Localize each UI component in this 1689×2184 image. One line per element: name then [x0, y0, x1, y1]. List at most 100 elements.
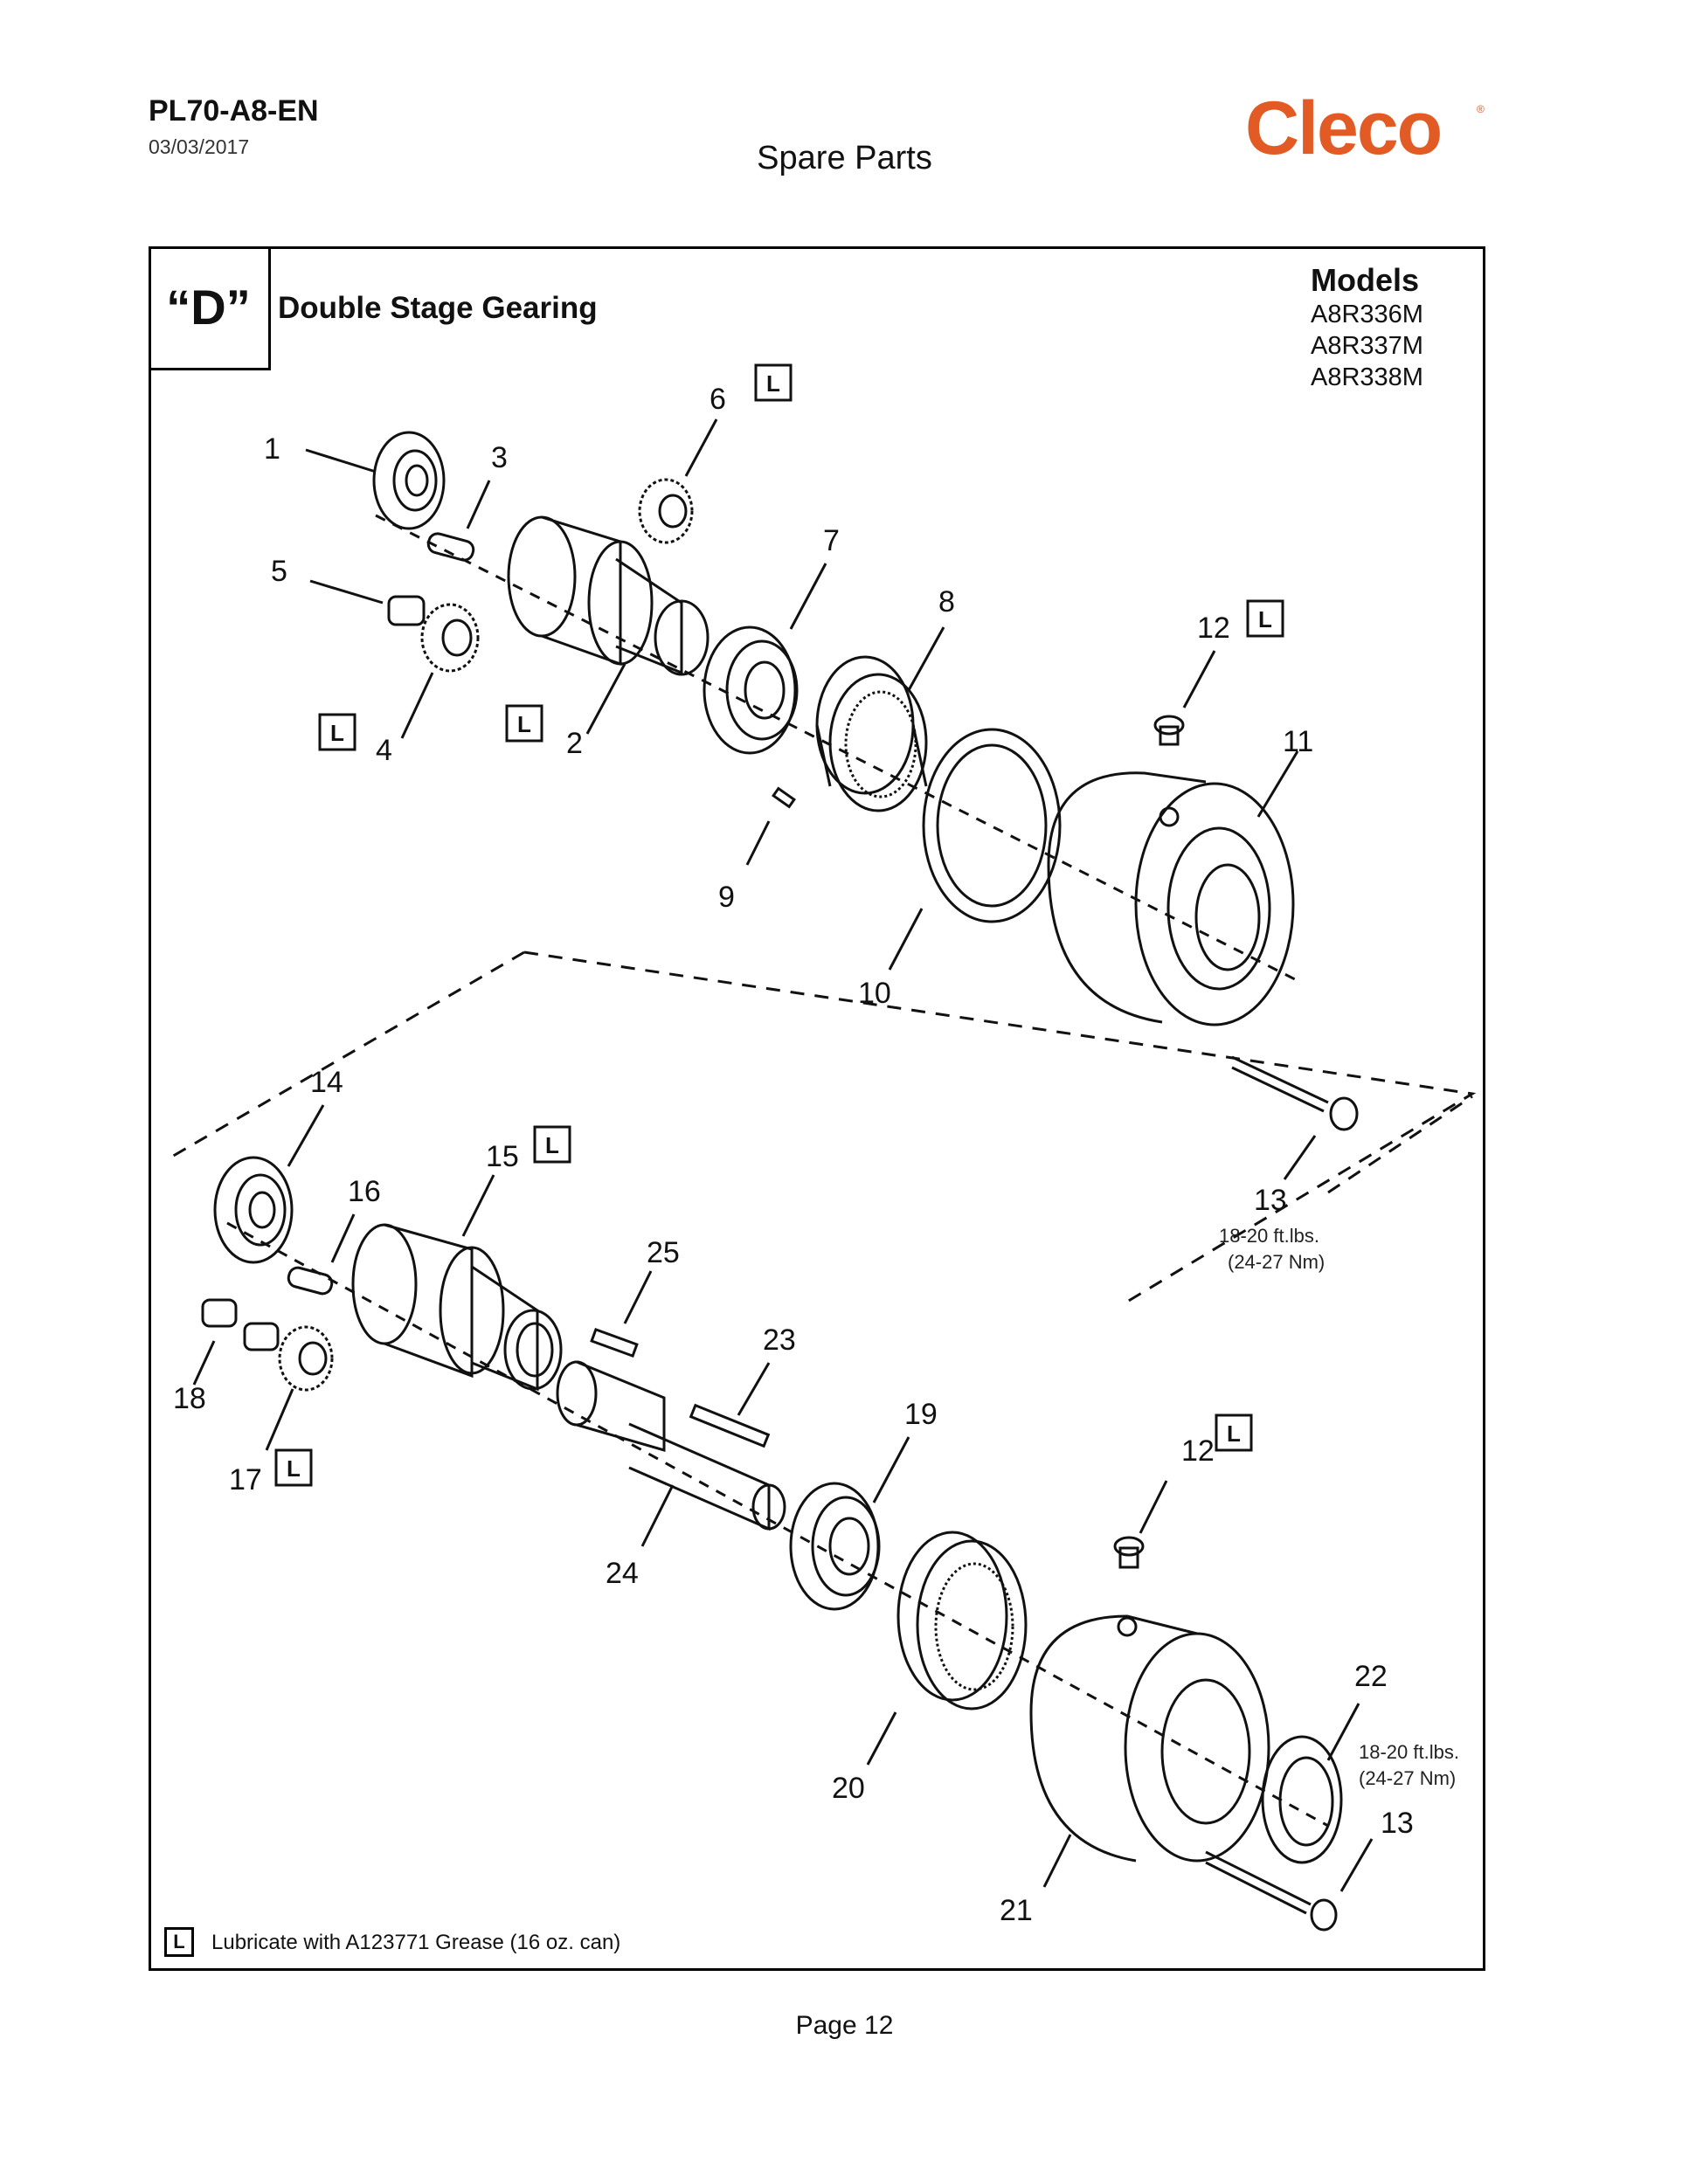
model-item: A8R337M — [1311, 332, 1423, 360]
leader-8 — [907, 626, 945, 691]
leader-18 — [192, 1340, 216, 1386]
callout-16: 16 — [348, 1175, 381, 1208]
callout-10: 10 — [858, 977, 891, 1010]
callout-13: 13 — [1254, 1184, 1287, 1217]
part-15-planet-carrier — [351, 1223, 563, 1392]
part-22-ring — [1261, 1735, 1343, 1864]
part-5-sleeve — [387, 595, 426, 626]
callout-25: 25 — [647, 1236, 680, 1269]
leader-14 — [287, 1104, 325, 1167]
lube-marker: L — [766, 370, 780, 397]
leader-22 — [1326, 1703, 1360, 1761]
part-19-bearing — [789, 1482, 881, 1611]
leader-4 — [400, 672, 434, 739]
part-8-ring-gear — [815, 655, 928, 812]
leader-13a — [1283, 1135, 1317, 1180]
legend-lube-marker: L — [164, 1927, 194, 1957]
registered-mark: ® — [1477, 103, 1485, 115]
lube-marker-box — [754, 363, 793, 402]
lube-marker: L — [517, 711, 531, 737]
page-number: Page 12 — [795, 2011, 894, 2040]
diagram-frame — [149, 246, 1485, 1971]
document-date: 03/03/2017 — [149, 135, 250, 158]
lube-marker: L — [1227, 1420, 1241, 1447]
callout-6: 6 — [710, 383, 726, 416]
callout-14: 14 — [310, 1066, 343, 1099]
leader-9 — [745, 820, 771, 866]
leader-16 — [330, 1213, 356, 1263]
callout-19: 19 — [904, 1398, 938, 1431]
leader-12a — [1182, 650, 1216, 708]
callout-22: 22 — [1354, 1660, 1388, 1693]
callout-12: 12 — [1181, 1434, 1215, 1468]
section-boundary-dashed — [170, 950, 1477, 1303]
part-18-sleeve — [201, 1298, 238, 1328]
document-id: PL70-A8-EN — [149, 94, 319, 128]
part-9-key — [772, 786, 796, 809]
model-item: A8R338M — [1311, 363, 1423, 391]
callout-1: 1 — [264, 432, 280, 466]
legend-text: Lubricate with A123771 Grease (16 oz. ca… — [211, 1931, 621, 1954]
lube-marker: L — [545, 1132, 559, 1158]
part-4-gear — [420, 603, 480, 673]
model-item: A8R336M — [1311, 301, 1423, 328]
callout-4: 4 — [376, 734, 392, 767]
leader-19 — [872, 1436, 910, 1503]
part-7-bearing — [703, 625, 799, 755]
leader-24 — [640, 1484, 675, 1547]
axis-lower — [226, 1221, 1329, 1828]
part-13-bolt — [1205, 1850, 1338, 1932]
lube-marker-box — [318, 713, 356, 751]
lube-marker: L — [1258, 606, 1272, 632]
axis-upper — [375, 514, 1303, 985]
part-11-housing — [1047, 771, 1295, 1026]
models-heading: Models — [1311, 262, 1420, 298]
callout-13: 13 — [1381, 1807, 1414, 1840]
callout-5: 5 — [271, 555, 287, 588]
lube-marker: L — [330, 720, 344, 746]
leader-7 — [789, 563, 827, 630]
part-16-pin — [287, 1266, 334, 1296]
callout-7: 7 — [823, 524, 840, 557]
leader-11 — [1256, 750, 1299, 818]
part-1-bearing — [372, 431, 446, 530]
part-3-pin — [426, 532, 475, 562]
leader-5 — [309, 579, 384, 605]
leader-6 — [684, 418, 718, 477]
lube-marker-box — [533, 1125, 571, 1164]
callout-11: 11 — [1283, 725, 1313, 758]
part-25-key — [590, 1327, 639, 1358]
part-6-gear — [638, 478, 694, 544]
leader-13b — [1339, 1838, 1374, 1892]
leader-1 — [305, 448, 377, 473]
lube-marker-box — [1215, 1413, 1253, 1452]
leader-23 — [737, 1362, 771, 1416]
torque-note-upper: (24-27 Nm) — [1228, 1251, 1325, 1273]
part-23-key — [689, 1403, 771, 1448]
part-14-bearing — [213, 1156, 294, 1264]
leader-10 — [888, 908, 924, 971]
callout-8: 8 — [938, 585, 955, 619]
part-10-gasket — [922, 728, 1062, 923]
torque-note-lower: (24-27 Nm) — [1359, 1767, 1456, 1789]
callout-24: 24 — [606, 1557, 639, 1590]
leader-25 — [623, 1270, 653, 1324]
leader-15 — [461, 1174, 495, 1237]
leader-17 — [265, 1388, 294, 1451]
torque-note-lower: 18-20 ft.lbs. — [1359, 1741, 1459, 1763]
callout-20: 20 — [832, 1772, 865, 1805]
part-12-screw — [1153, 715, 1185, 746]
page-title: Spare Parts — [757, 140, 932, 176]
callout-17: 17 — [229, 1463, 262, 1496]
part-18-sleeve — [243, 1322, 280, 1351]
leader-21 — [1042, 1834, 1072, 1888]
part-17-gear — [278, 1325, 334, 1392]
cleco-logo: Cleco — [1245, 86, 1443, 170]
callout-3: 3 — [491, 441, 508, 474]
part-12-screw — [1113, 1536, 1145, 1569]
lube-marker-box — [274, 1448, 313, 1487]
callout-15: 15 — [486, 1140, 519, 1173]
lube-marker-box — [1246, 599, 1284, 638]
lube-marker: L — [287, 1455, 301, 1482]
